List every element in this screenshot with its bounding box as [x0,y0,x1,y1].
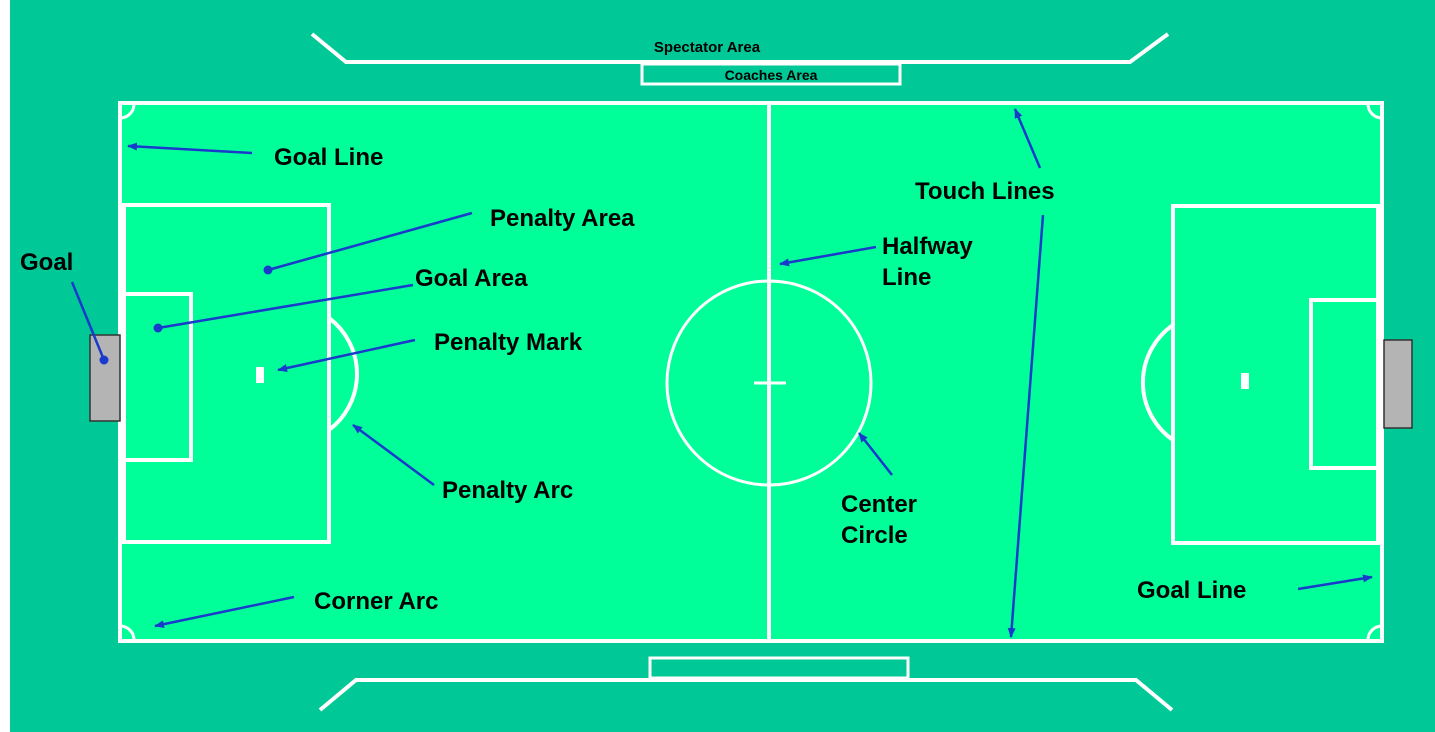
goal-area-label: Goal Area [415,265,528,292]
soccer-field-diagram: Spectator Area Coaches Area Goal Line Pe… [10,0,1435,732]
goal-pointer [70,281,106,361]
halfway-line-label-1: Halfway [882,233,973,260]
center-circle-label-1: Center [841,491,917,518]
goal-area-dot [153,323,163,333]
corner-arc-top-left [119,104,136,120]
spectator-area-label: Spectator Area [654,39,761,56]
right-goal-area [1309,298,1380,470]
corner-arc-top-right [1366,104,1383,120]
spectator-area-top [310,32,1170,64]
corner-arc-bottom-right [1366,624,1383,640]
goal-line-top-label: Goal Line [274,144,383,171]
goal-line-bottom-label: Goal Line [1137,577,1246,604]
left-goal [89,334,121,422]
touch-lines-arrow-down [1007,214,1045,638]
right-penalty-mark [1241,373,1249,389]
goal-area-pointer [157,283,414,330]
right-penalty-arc [1140,323,1175,442]
coaches-area-box [640,62,902,86]
penalty-arc-label: Penalty Arc [442,477,573,504]
left-penalty-arc [327,316,359,432]
left-penalty-mark [256,367,264,383]
coaches-area-label: Coaches Area [725,67,818,83]
left-goal-area [122,292,193,462]
halfway-line-arrow [779,245,877,267]
corner-arc-arrow [154,595,295,629]
spectator-area-bottom [318,678,1174,712]
goal-line-bottom-arrow [1297,574,1373,591]
corner-arc-bottom-left [119,624,136,640]
goal-label: Goal [20,249,73,276]
penalty-mark-label: Penalty Mark [434,329,583,356]
right-goal [1383,339,1413,429]
coaches-area-box-bottom [648,656,910,680]
center-circle-arrow [858,432,893,476]
field-svg: Spectator Area Coaches Area Goal Line Pe… [10,0,1435,732]
touch-lines-arrow-up [1013,108,1042,169]
goal-line-top-arrow [127,142,253,155]
penalty-mark-arrow [277,338,416,372]
penalty-area-label: Penalty Area [490,205,635,232]
center-circle-label-2: Circle [841,522,908,549]
center-circle [665,279,873,487]
halfway-line-label-2: Line [882,264,931,291]
goal-dot [99,355,109,365]
corner-arc-label: Corner Arc [314,588,438,615]
touch-lines-label: Touch Lines [915,178,1055,205]
penalty-area-pointer [267,211,473,272]
penalty-area-dot [263,265,273,275]
playing-field [118,101,1384,643]
penalty-arc-arrow [352,423,435,487]
